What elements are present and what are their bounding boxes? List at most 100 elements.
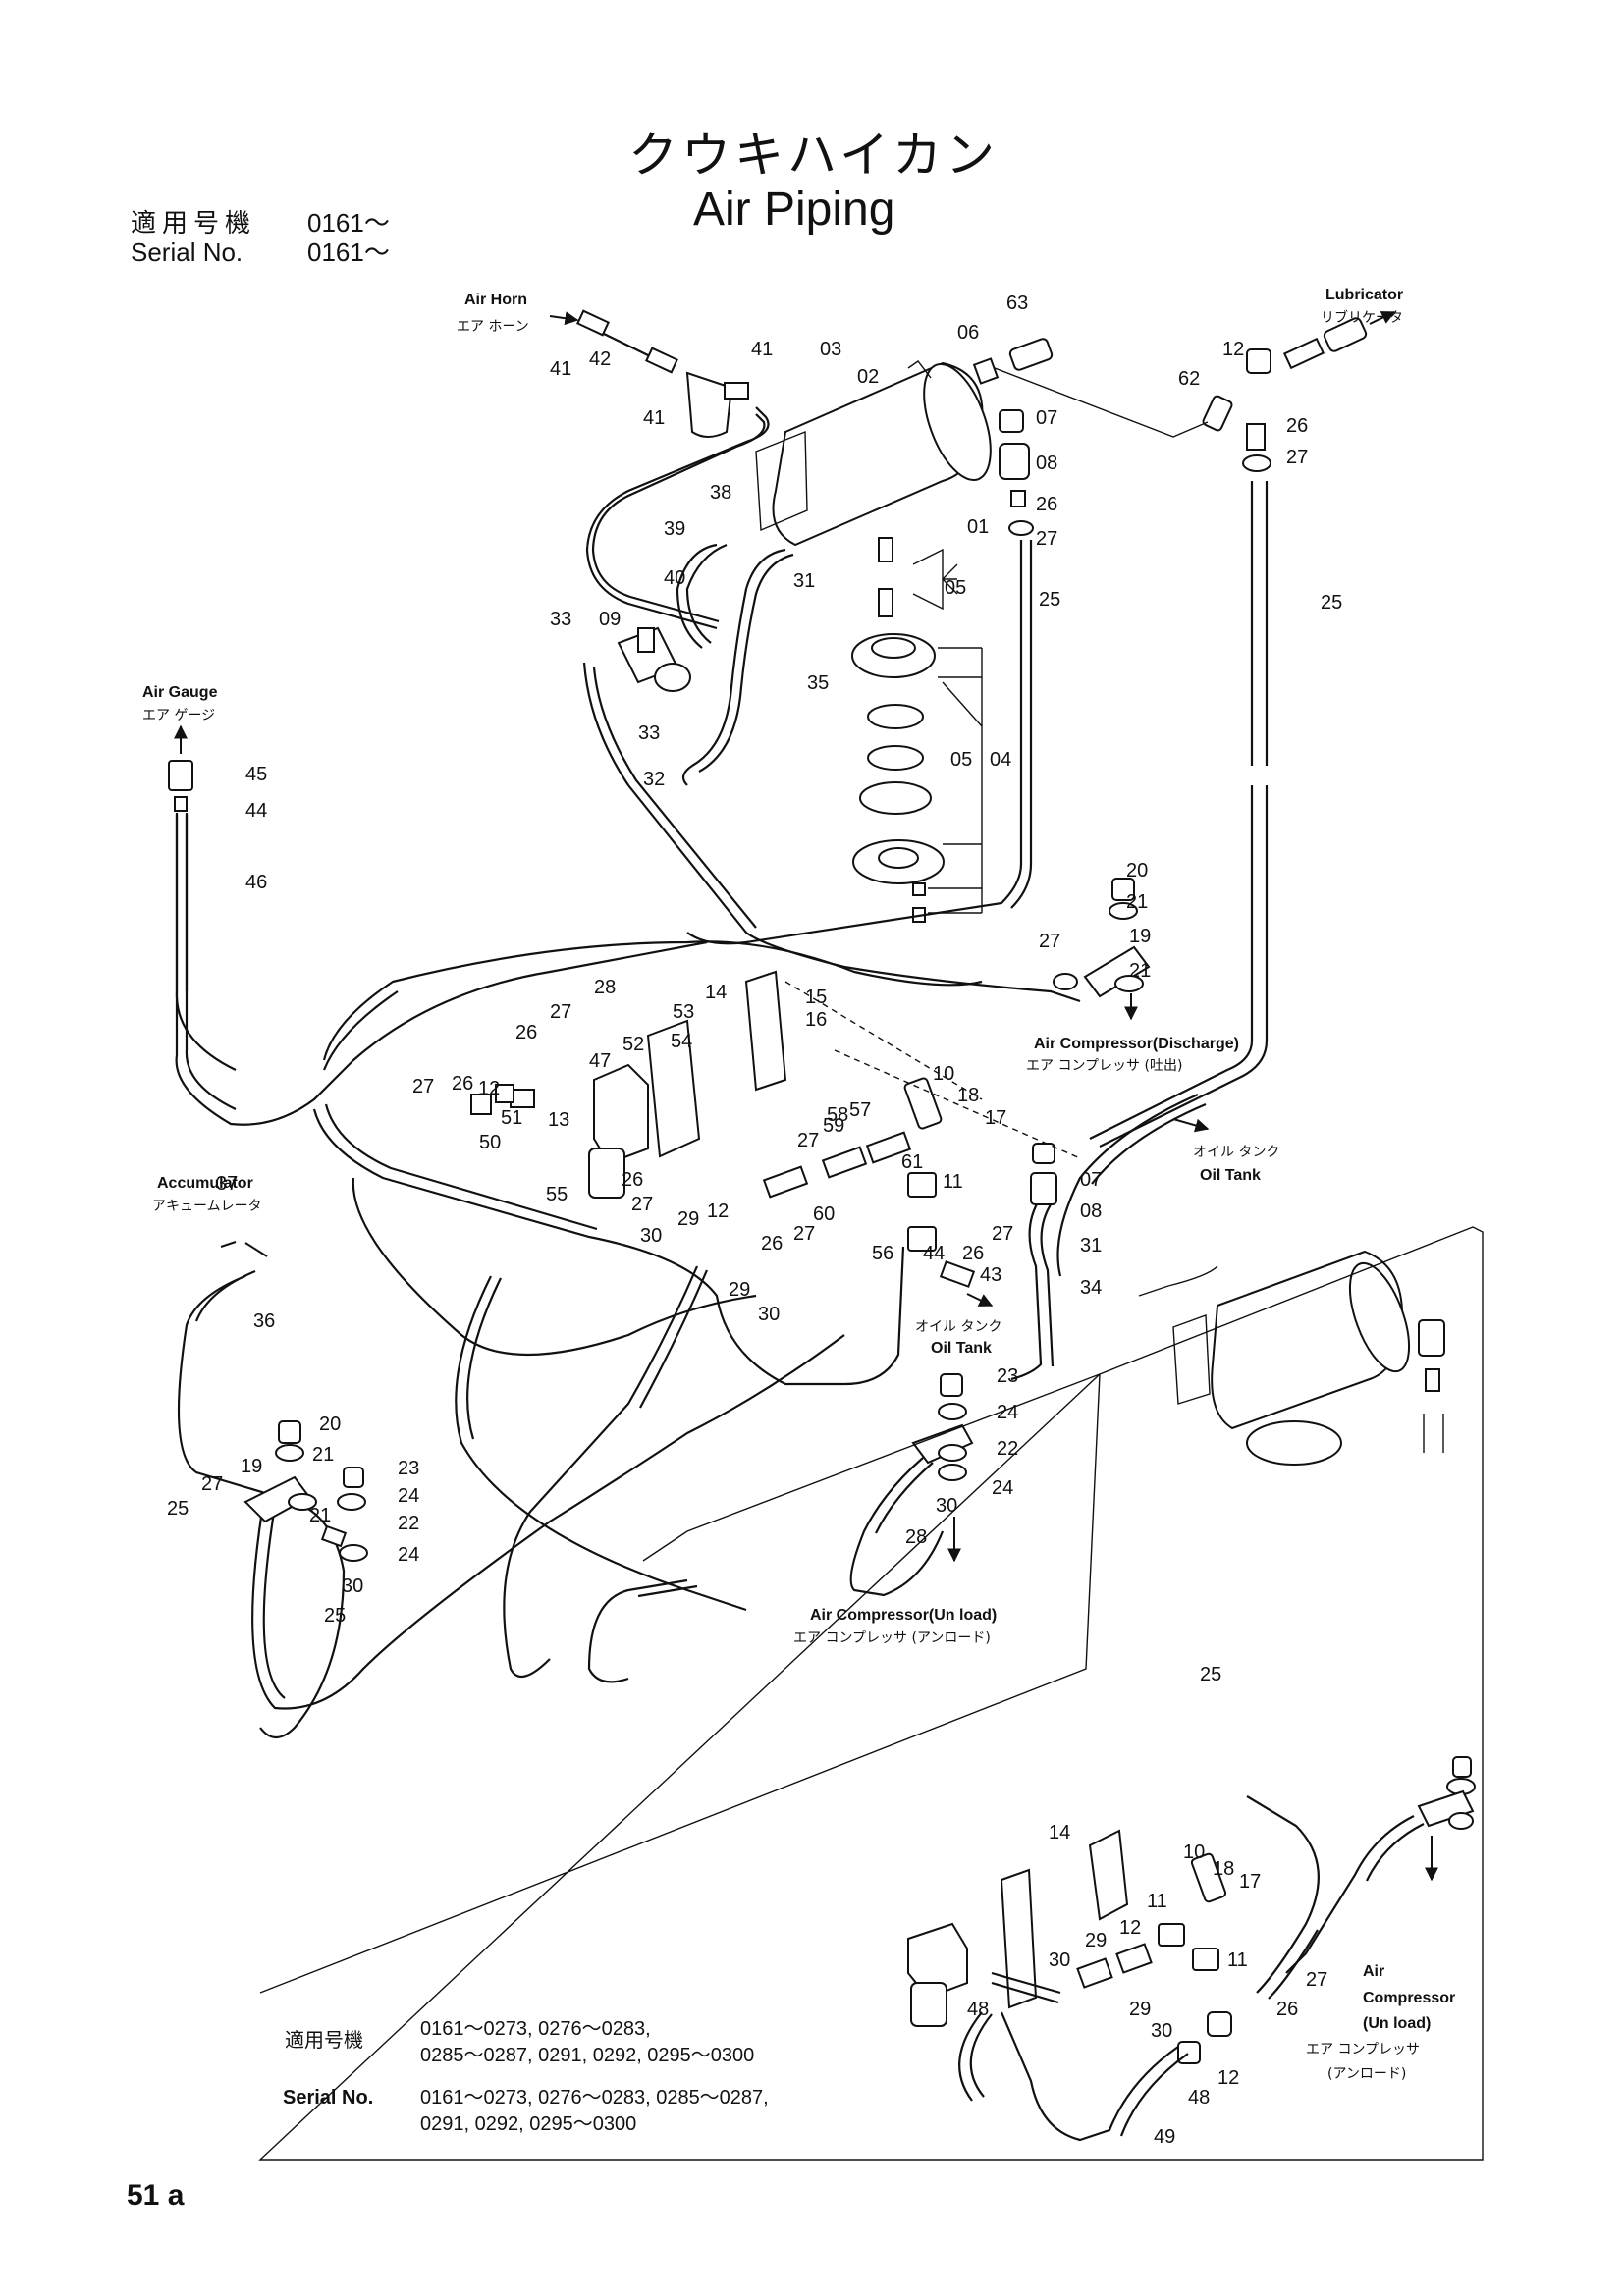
part-26c: 26 — [515, 1022, 537, 1043]
page-number: 51 a — [127, 2179, 185, 2212]
part-06: 06 — [957, 322, 979, 344]
part-45: 45 — [245, 764, 267, 785]
part-29a: 29 — [677, 1208, 699, 1230]
callout-air-gauge-en: Air Gauge — [142, 684, 218, 701]
part-30c: 30 — [936, 1495, 957, 1517]
part-25a: 25 — [1039, 589, 1060, 611]
part-10a: 10 — [933, 1063, 954, 1085]
part-27c: 27 — [1039, 931, 1060, 952]
part-28b: 28 — [905, 1526, 927, 1548]
tank-top-fittings — [972, 338, 1054, 536]
part-21c: 21 — [312, 1444, 334, 1466]
callout-accumulator-jp: アキュームレータ — [152, 1199, 262, 1214]
accumulator-fittings — [243, 1242, 368, 1562]
part-33a: 33 — [550, 609, 571, 630]
part-16: 16 — [805, 1009, 827, 1031]
callout-air-gauge-jp: エア ゲージ — [142, 708, 215, 723]
callout-unload2-line2: Compressor — [1363, 1990, 1455, 2006]
part-12b: 12 — [478, 1078, 500, 1099]
discharge-fittings — [1053, 878, 1151, 1021]
part-51: 51 — [501, 1107, 522, 1129]
callout-lubricator-en: Lubricator — [1325, 287, 1403, 303]
arrow-oil-tank-1 — [1172, 1118, 1210, 1133]
callout-air-horn-jp: エア ホーン — [457, 319, 529, 335]
callout-discharge-jp: エア コンプレッサ (吐出) — [1026, 1058, 1182, 1074]
callout-unload-jp: エア コンプレッサ (アンロード) — [793, 1630, 991, 1646]
part-27b: 27 — [1286, 447, 1308, 468]
part-05a: 05 — [945, 577, 966, 599]
regulator-09 — [617, 626, 691, 692]
part-44a: 44 — [245, 800, 267, 822]
inset-connector — [642, 1265, 1218, 1562]
part-labels: 63 06 03 02 07 08 26 27 01 05 25 05 04 1… — [167, 293, 1342, 2148]
part-14a: 14 — [705, 982, 727, 1003]
part-50: 50 — [479, 1132, 501, 1153]
part-30f: 30 — [1151, 2020, 1172, 2042]
serial-jp-value: 0161～ — [307, 208, 390, 238]
part-23b: 23 — [398, 1458, 419, 1479]
part-49: 49 — [1154, 2126, 1175, 2148]
part-26e: 26 — [622, 1169, 643, 1191]
part-18b: 18 — [1213, 1858, 1234, 1880]
part-29c: 29 — [1085, 1930, 1107, 1951]
part-10b: 10 — [1183, 1842, 1205, 1863]
part-30d: 30 — [342, 1575, 363, 1597]
part-55: 55 — [546, 1184, 568, 1205]
part-27e: 27 — [412, 1076, 434, 1097]
callout-oil-tank-1-en: Oil Tank — [1200, 1167, 1261, 1184]
part-17b: 17 — [1239, 1871, 1261, 1893]
part-48b: 48 — [967, 1999, 989, 2020]
part-22b: 22 — [398, 1513, 419, 1534]
part-26h: 26 — [1276, 1999, 1298, 2020]
callout-oil-tank-2-jp: オイル タンク — [915, 1319, 1001, 1335]
callout-oil-tank-1-jp: オイル タンク — [1193, 1145, 1279, 1160]
part-01: 01 — [967, 516, 989, 538]
part-24d: 24 — [398, 1544, 419, 1566]
part-21d: 21 — [309, 1505, 331, 1526]
valve-10-cluster — [762, 1077, 1057, 1288]
part-58: 58 — [827, 1104, 848, 1126]
part-27i: 27 — [793, 1223, 815, 1245]
part-04: 04 — [990, 749, 1011, 771]
filter-assembly — [470, 970, 787, 1199]
part-53: 53 — [673, 1001, 694, 1023]
air-horn-assembly — [576, 309, 749, 438]
inset-serial-note: 適用号機 0161～0273, 0276～0283, 0285～0287, 02… — [283, 2018, 769, 2135]
arrow-air-horn — [549, 311, 579, 326]
part-13: 13 — [548, 1109, 569, 1131]
inset-jp-label: 適用号機 — [285, 2029, 363, 2052]
part-24a: 24 — [997, 1402, 1018, 1423]
part-31b: 31 — [1080, 1235, 1102, 1256]
part-43: 43 — [980, 1264, 1001, 1286]
part-30e: 30 — [1049, 1949, 1070, 1971]
part-62: 62 — [1178, 368, 1200, 390]
part-32: 32 — [643, 769, 665, 790]
part-25e: 25 — [1200, 1664, 1221, 1685]
valve-stack — [851, 537, 983, 923]
lubricator-fittings — [981, 311, 1396, 472]
part-12a: 12 — [1222, 339, 1244, 360]
part-26f: 26 — [962, 1243, 984, 1264]
part-11b: 11 — [1147, 1891, 1167, 1912]
part-25b: 25 — [1321, 592, 1342, 614]
callout-air-horn-en: Air Horn — [464, 292, 527, 308]
part-22a: 22 — [997, 1438, 1018, 1460]
inset-en-line2: 0291, 0292, 0295～0300 — [420, 2113, 636, 2135]
part-27h: 27 — [992, 1223, 1013, 1245]
part-34: 34 — [1080, 1277, 1102, 1299]
part-57: 57 — [849, 1099, 871, 1121]
part-41c: 41 — [643, 407, 665, 429]
callout-discharge-en: Air Compressor(Discharge) — [1034, 1036, 1239, 1052]
part-31a: 31 — [793, 570, 815, 592]
part-27g: 27 — [797, 1130, 819, 1151]
part-21b: 21 — [1129, 960, 1151, 982]
part-30a: 30 — [640, 1225, 662, 1247]
arrow-oil-tank-2 — [966, 1293, 994, 1307]
part-11a: 11 — [943, 1171, 963, 1193]
part-25d: 25 — [324, 1605, 346, 1627]
part-36: 36 — [253, 1310, 275, 1332]
part-29b: 29 — [729, 1279, 750, 1301]
part-46: 46 — [245, 872, 267, 893]
inset-jp-line1: 0161～0273, 0276～0283, — [420, 2018, 651, 2040]
